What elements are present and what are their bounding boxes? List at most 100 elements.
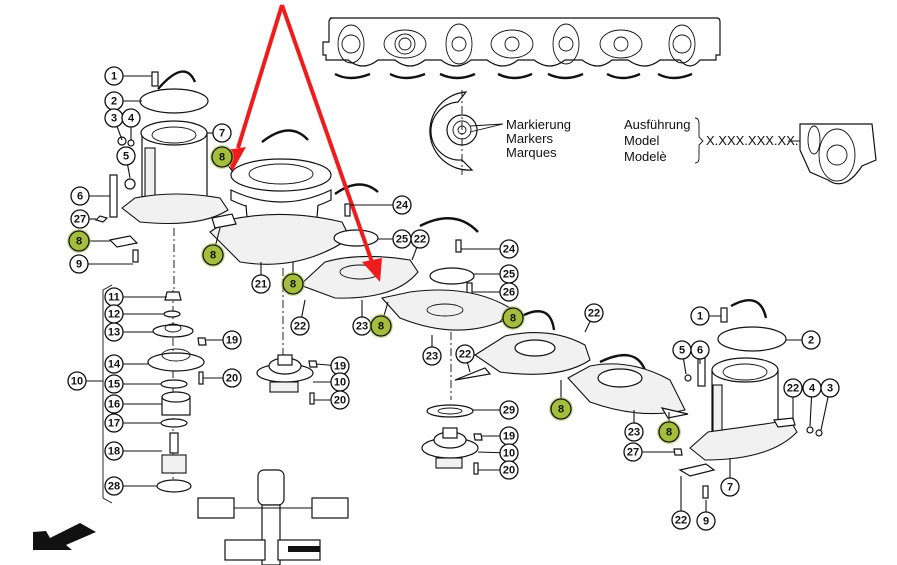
callout-number: 8 [76, 236, 82, 248]
callout-number: 22 [787, 383, 799, 395]
callout-10: 10 [67, 371, 103, 391]
callout-9: 9 [696, 500, 716, 531]
callout-22: 22 [783, 378, 803, 420]
callout-number: 8 [290, 279, 296, 291]
callout-number: 14 [108, 359, 121, 371]
callout-10: 10 [313, 372, 350, 392]
callout-28: 28 [104, 476, 157, 496]
callout-7: 7 [207, 123, 232, 143]
callout-circle [658, 421, 680, 443]
callout-number: 5 [679, 345, 685, 357]
callout-number: 8 [210, 250, 216, 262]
callout-23: 23 [352, 300, 372, 336]
callout-23: 23 [422, 335, 442, 366]
callout-circle [410, 229, 430, 249]
callout-circle [502, 307, 524, 329]
callout-3: 3 [104, 108, 124, 141]
callout-5: 5 [672, 340, 692, 375]
callout-4: 4 [802, 378, 822, 427]
rotation-arrows-overview [334, 72, 693, 80]
model-code: X.XXX.XXX.XX. [706, 133, 799, 148]
callout-number: 18 [108, 446, 120, 458]
machine-top-view [197, 469, 349, 565]
callout-19: 19 [482, 426, 519, 446]
drum-disc-assembly [209, 129, 351, 405]
callout-circle [222, 368, 242, 388]
callout-number: 15 [108, 379, 120, 391]
callout-19: 19 [205, 330, 242, 350]
callout-circle [690, 340, 710, 360]
callout-circle [550, 398, 572, 420]
callout-2: 2 [104, 91, 142, 111]
callout-circle [70, 186, 90, 206]
legend-model-fr: Modelè [624, 149, 667, 164]
callout-circle [212, 123, 232, 143]
callout-2: 2 [786, 330, 821, 350]
callout-16: 16 [104, 394, 162, 414]
callout-circle [623, 442, 643, 462]
callout-3: 3 [820, 378, 840, 431]
legend-markers-en: Markers [506, 131, 553, 146]
callout-8: 8 [549, 380, 573, 421]
callout-8: 8 [657, 412, 681, 444]
callout-number: 3 [111, 113, 117, 125]
callout-13: 13 [104, 322, 153, 342]
callout-circle [104, 441, 124, 461]
callout-circle [104, 476, 124, 496]
callout-circle [68, 230, 90, 252]
travel-direction-arrow [33, 523, 96, 550]
callout-circle [499, 282, 519, 302]
callout-circle [69, 254, 89, 274]
callout-circle [392, 195, 412, 215]
callout-14: 14 [104, 354, 148, 374]
callout-number: 28 [108, 481, 120, 493]
callout-number: 24 [503, 244, 516, 256]
callout-number: 22 [675, 515, 687, 527]
callout-circle [584, 303, 604, 323]
callout-circle [282, 273, 304, 295]
callout-circle [290, 316, 310, 336]
callout-circle [783, 378, 803, 398]
callout-number: 10 [71, 376, 83, 388]
callout-number: 20 [334, 395, 346, 407]
callout-25: 25 [378, 229, 412, 249]
callout-circle [251, 274, 271, 294]
callout-circle [67, 371, 87, 391]
callout-circle [422, 346, 442, 366]
callout-number: 22 [294, 321, 306, 333]
callout-number: 25 [396, 234, 408, 246]
callout-1: 1 [104, 66, 152, 86]
callout-number: 13 [108, 327, 120, 339]
callout-number: 4 [128, 113, 135, 125]
callout-number: 23 [628, 427, 640, 439]
callout-23: 23 [624, 410, 644, 442]
callout-8: 8 [210, 145, 234, 173]
callout-circle [222, 330, 242, 350]
callout-24: 24 [350, 195, 412, 215]
callout-26: 26 [472, 282, 519, 302]
callout-number: 24 [396, 200, 409, 212]
callout-circle [202, 244, 224, 266]
callout-8: 8 [281, 262, 305, 296]
callout-number: 11 [108, 292, 120, 304]
callout-number: 8 [558, 404, 564, 416]
callout-number: 26 [503, 287, 515, 299]
callout-number: 9 [76, 259, 82, 271]
callout-number: 10 [334, 377, 346, 389]
disc-assembly-5 [454, 310, 591, 381]
callout-6: 6 [690, 340, 710, 364]
callout-number: 1 [697, 311, 703, 323]
callout-circle [499, 239, 519, 259]
callout-circle [104, 66, 124, 86]
callout-number: 1 [111, 71, 117, 83]
callout-number: 25 [503, 269, 515, 281]
callout-number: 19 [334, 361, 346, 373]
callout-circle [690, 306, 710, 326]
callout-number: 16 [108, 399, 120, 411]
callout-number: 17 [108, 418, 120, 430]
callout-number: 6 [697, 345, 703, 357]
gearbox-stack-left [102, 284, 207, 504]
callout-number: 8 [219, 152, 225, 164]
callout-number: 29 [503, 405, 515, 417]
